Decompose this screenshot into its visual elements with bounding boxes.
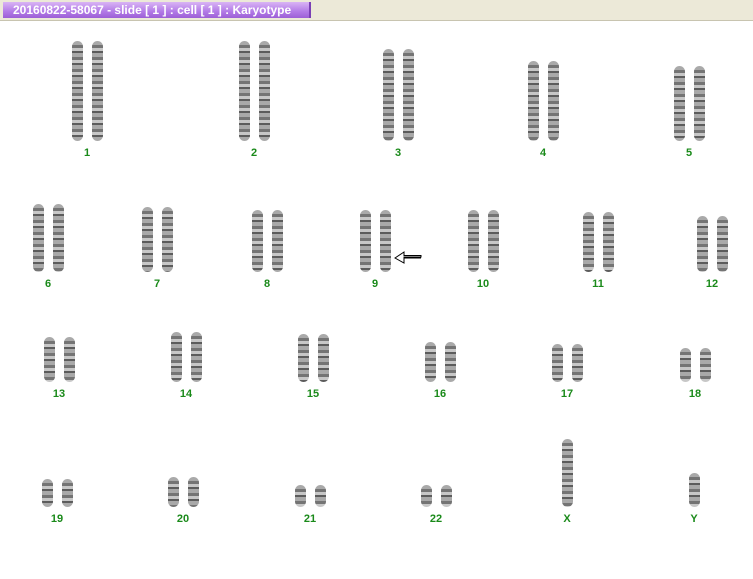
chromosome-14-1[interactable]: [170, 332, 182, 382]
chromosome-label-9: 9: [371, 278, 379, 290]
chromosome-label-1: 1: [83, 147, 91, 159]
chromosome-21-2[interactable]: [314, 485, 326, 507]
chromosome-X[interactable]: [561, 439, 573, 507]
chromosome-16-2[interactable]: [444, 342, 456, 382]
chromosome-14-2[interactable]: [190, 332, 202, 382]
chromosome-13-2[interactable]: [63, 337, 75, 382]
chromosome-label-5: 5: [685, 147, 693, 159]
chromosome-9-2[interactable]: [379, 210, 391, 272]
chromosome-label-7: 7: [153, 278, 161, 290]
chromosome-7-2[interactable]: [161, 207, 173, 272]
chromosome-15-2[interactable]: [317, 334, 329, 382]
chromosome-label-3: 3: [394, 147, 402, 159]
chromosome-label-22: 22: [429, 513, 443, 525]
chromosome-label-15: 15: [306, 388, 320, 400]
chromosome-7-1[interactable]: [141, 207, 153, 272]
chromosome-5-2[interactable]: [693, 66, 705, 141]
chromosome-6-1[interactable]: [32, 204, 44, 272]
chromosome-8-1[interactable]: [251, 210, 263, 272]
chromosome-22-2[interactable]: [440, 485, 452, 507]
chromosome-11-2[interactable]: [602, 212, 614, 272]
arrow-left-icon: [394, 251, 422, 264]
chromosome-label-19: 19: [50, 513, 64, 525]
chromosome-label-16: 16: [433, 388, 447, 400]
chromosome-4-2[interactable]: [547, 61, 559, 141]
chromosome-3-1[interactable]: [382, 49, 394, 141]
chromosome-label-17: 17: [560, 388, 574, 400]
chromosome-17-2[interactable]: [571, 344, 583, 382]
chromosome-6-2[interactable]: [52, 204, 64, 272]
chromosome-label-2: 2: [250, 147, 258, 159]
chromosome-4-1[interactable]: [527, 61, 539, 141]
chromosome-20-1[interactable]: [167, 477, 179, 507]
chromosome-label-20: 20: [176, 513, 190, 525]
chromosome-1-1[interactable]: [71, 41, 83, 141]
chromosome-16-1[interactable]: [424, 342, 436, 382]
chromosome-18-1[interactable]: [679, 348, 691, 382]
chromosome-label-X: X: [563, 513, 571, 525]
chromosome-22-1[interactable]: [420, 485, 432, 507]
chromosome-label-10: 10: [476, 278, 490, 290]
chromosome-label-11: 11: [592, 278, 604, 290]
title-bar: 20160822-58067 - slide [ 1 ] : cell [ 1 …: [0, 0, 753, 21]
chromosome-label-21: 21: [303, 513, 317, 525]
chromosome-11-1[interactable]: [582, 212, 594, 272]
chromosome-15-1[interactable]: [297, 334, 309, 382]
chromosome-2-1[interactable]: [238, 41, 250, 141]
chromosome-label-8: 8: [263, 278, 271, 290]
chromosome-19-1[interactable]: [41, 479, 53, 507]
chromosome-12-2[interactable]: [716, 216, 728, 272]
chromosome-20-2[interactable]: [187, 477, 199, 507]
chromosome-10-1[interactable]: [467, 210, 479, 272]
chromosome-label-14: 14: [179, 388, 193, 400]
chromosome-10-2[interactable]: [487, 210, 499, 272]
chromosome-12-1[interactable]: [696, 216, 708, 272]
chromosome-19-2[interactable]: [61, 479, 73, 507]
chromosome-8-2[interactable]: [271, 210, 283, 272]
chromosome-3-2[interactable]: [402, 49, 414, 141]
chromosome-18-2[interactable]: [699, 348, 711, 382]
chromosome-21-1[interactable]: [294, 485, 306, 507]
chromosome-label-4: 4: [539, 147, 547, 159]
chromosome-label-18: 18: [688, 388, 702, 400]
chromosome-label-6: 6: [44, 278, 52, 290]
window-title-tab[interactable]: 20160822-58067 - slide [ 1 ] : cell [ 1 …: [3, 2, 311, 18]
chromosome-label-13: 13: [52, 388, 66, 400]
chromosome-9-1[interactable]: [359, 210, 371, 272]
chromosome-13-1[interactable]: [43, 337, 55, 382]
chromosome-Y[interactable]: [688, 473, 700, 507]
chromosome-1-2[interactable]: [91, 41, 103, 141]
chromosome-label-Y: Y: [690, 513, 698, 525]
chromosome-2-2[interactable]: [258, 41, 270, 141]
chromosome-label-12: 12: [705, 278, 719, 290]
chromosome-5-1[interactable]: [673, 66, 685, 141]
chromosome-17-1[interactable]: [551, 344, 563, 382]
